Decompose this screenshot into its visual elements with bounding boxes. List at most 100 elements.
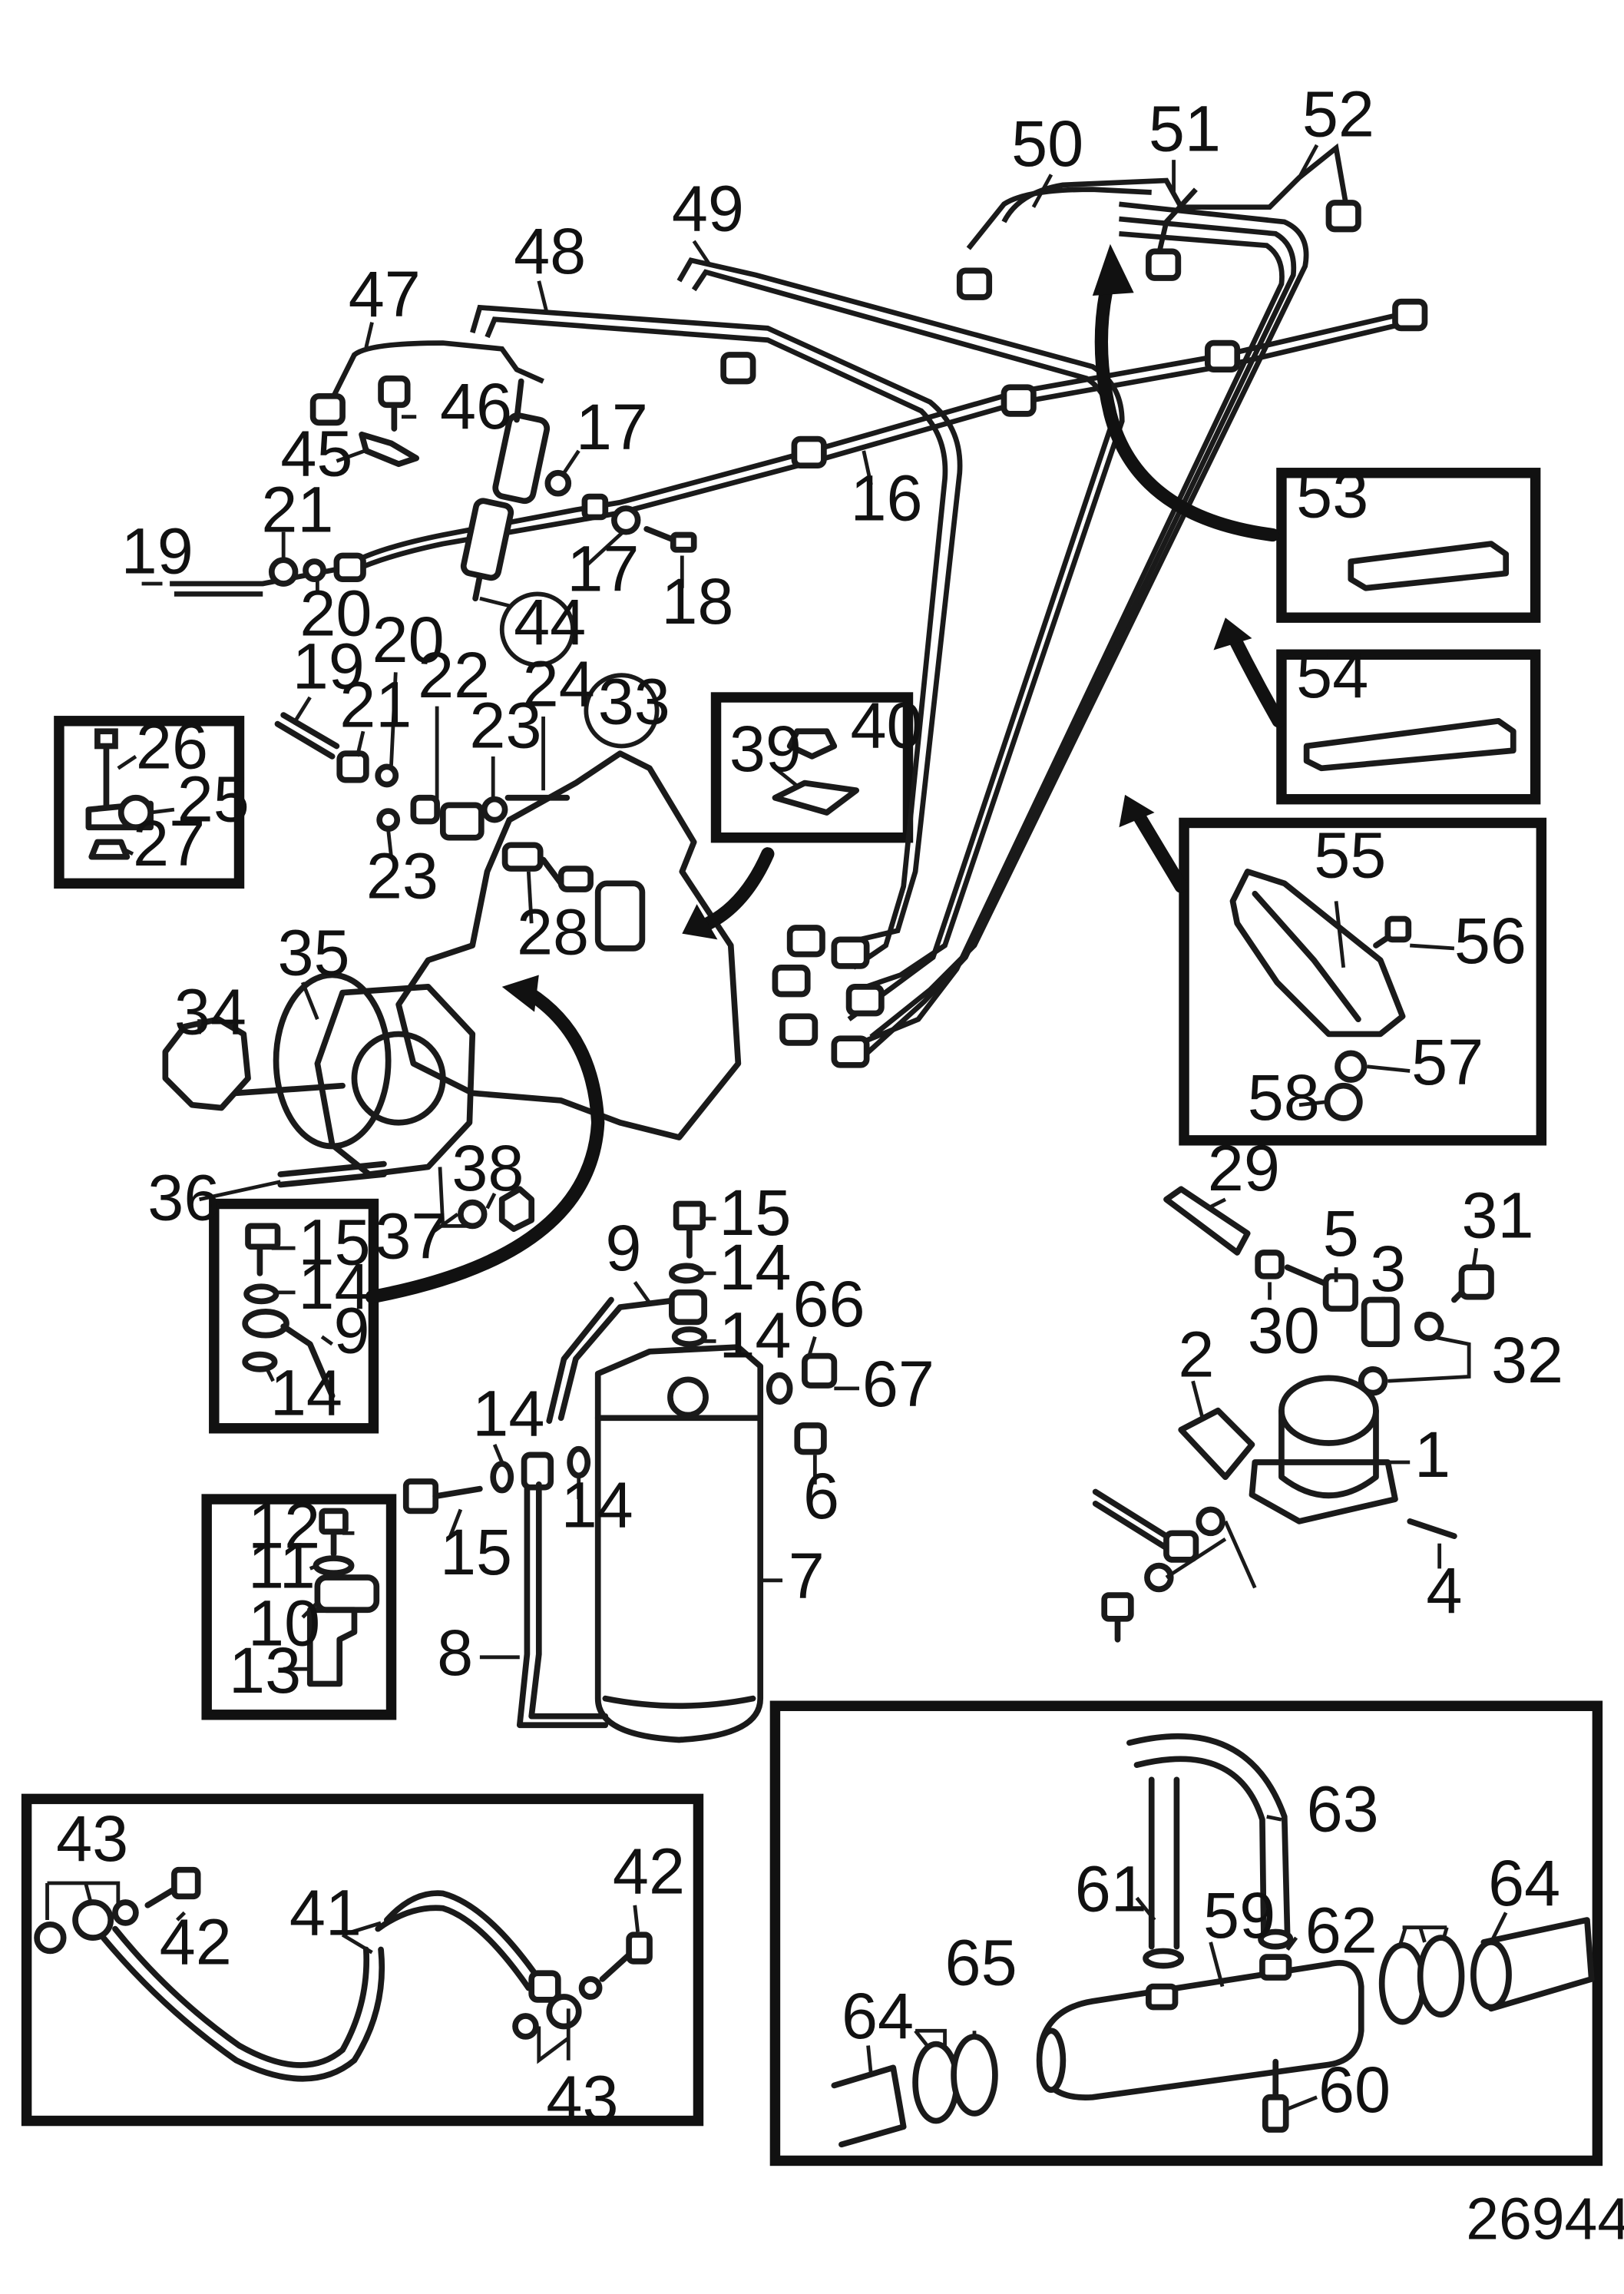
label-59: 59 <box>1203 1879 1275 1951</box>
label-43a: 43 <box>56 1802 128 1875</box>
label-26: 26 <box>136 709 208 782</box>
label-1: 1 <box>1414 1418 1450 1491</box>
label-6: 6 <box>803 1459 839 1532</box>
label-30: 30 <box>1248 1294 1320 1367</box>
callout-circle-33 <box>584 673 660 749</box>
label-16: 16 <box>850 461 922 534</box>
label-67: 67 <box>862 1347 934 1420</box>
label-14a: 14 <box>298 1250 370 1322</box>
label-42a: 42 <box>160 1905 232 1978</box>
label-21b: 21 <box>339 667 412 740</box>
label-38: 38 <box>451 1131 524 1204</box>
inset-box-10-13 <box>201 1494 397 1720</box>
label-37: 37 <box>375 1200 447 1273</box>
label-10: 10 <box>248 1586 320 1659</box>
label-53: 53 <box>1296 458 1368 531</box>
label-20a: 20 <box>299 576 372 649</box>
label-8: 8 <box>437 1616 473 1689</box>
pump-flange-parts <box>162 972 535 1233</box>
label-19a: 19 <box>121 515 193 588</box>
inset-box-39-40 <box>710 692 914 843</box>
inset-parts-39-40 <box>772 728 860 816</box>
label-41: 41 <box>289 1875 362 1948</box>
label-3: 3 <box>1370 1232 1406 1305</box>
injection-pipe-bundle <box>170 143 1418 1058</box>
inset-box-41-43 <box>21 1793 704 2127</box>
label-14c: 14 <box>719 1230 791 1303</box>
label-51: 51 <box>1149 92 1221 165</box>
label-18: 18 <box>661 564 733 637</box>
label-33: 33 <box>598 665 670 738</box>
label-49: 49 <box>672 171 744 244</box>
label-63: 63 <box>1307 1773 1379 1845</box>
label-43b: 43 <box>546 2062 618 2135</box>
label-58: 58 <box>1248 1061 1320 1134</box>
label-27: 27 <box>133 806 205 879</box>
label-17a: 17 <box>576 390 648 463</box>
label-61: 61 <box>1075 1852 1147 1925</box>
label-35: 35 <box>277 916 349 989</box>
fuel-filter-assembly <box>402 1200 838 1743</box>
label-25: 25 <box>177 763 250 836</box>
fittings-row <box>274 712 594 892</box>
figure-number: 26944 <box>1466 2186 1624 2252</box>
inset-parts-41-43 <box>34 1866 653 2082</box>
label-14f: 14 <box>561 1468 633 1541</box>
part-labels: 50 51 52 49 48 47 46 45 17 16 21 19 20 1… <box>56 77 1563 2134</box>
label-32: 32 <box>1491 1323 1563 1396</box>
feed-pump-assembly <box>1092 1186 1494 1643</box>
inset-box-59-65 <box>769 1700 1603 2167</box>
inset-parts-59-65 <box>831 1733 1595 2148</box>
label-47: 47 <box>349 257 421 330</box>
inset-parts-53-54 <box>1303 541 1517 772</box>
label-21a: 21 <box>261 473 333 546</box>
label-42b: 42 <box>613 1834 685 1907</box>
label-57: 57 <box>1411 1025 1483 1098</box>
label-62: 62 <box>1305 1893 1378 1966</box>
inset-parts-10-13 <box>306 1508 380 1687</box>
label-31: 31 <box>1462 1179 1534 1252</box>
label-24: 24 <box>523 647 595 720</box>
inset-box-25-27 <box>54 716 245 889</box>
label-4: 4 <box>1426 1554 1462 1627</box>
inset-box-55-58 <box>1179 817 1547 1146</box>
label-60: 60 <box>1318 2053 1391 2126</box>
label-46: 46 <box>440 369 512 442</box>
label-2: 2 <box>1178 1317 1214 1390</box>
label-48: 48 <box>514 214 586 287</box>
label-19b: 19 <box>293 629 365 702</box>
label-5: 5 <box>1323 1197 1359 1269</box>
label-66: 66 <box>793 1267 865 1340</box>
label-12: 12 <box>248 1489 320 1562</box>
label-23b: 23 <box>366 839 438 912</box>
reference-arrows <box>365 243 1285 1304</box>
label-20b: 20 <box>372 603 445 676</box>
leader-lines <box>45 144 1508 2111</box>
label-14d: 14 <box>719 1298 791 1371</box>
label-15c: 15 <box>440 1515 512 1588</box>
label-64b: 64 <box>1488 1846 1560 1919</box>
label-22: 22 <box>418 638 490 711</box>
pipe-nuts-top <box>309 200 1428 1068</box>
label-52: 52 <box>1302 77 1374 150</box>
label-56: 56 <box>1454 904 1526 977</box>
label-36: 36 <box>147 1161 220 1234</box>
callout-circle-44 <box>499 591 575 667</box>
label-40: 40 <box>850 688 922 761</box>
label-50: 50 <box>1011 107 1083 180</box>
inset-parts-55-58 <box>1229 869 1412 1121</box>
injection-pump-body <box>314 750 742 1177</box>
inset-parts-25-27 <box>85 728 154 860</box>
label-9a: 9 <box>334 1294 370 1367</box>
inset-box-9-15 <box>209 1198 379 1434</box>
label-15a: 15 <box>298 1205 370 1278</box>
label-29: 29 <box>1208 1131 1280 1204</box>
label-45: 45 <box>280 417 352 490</box>
injector-assembly <box>268 375 697 602</box>
label-44: 44 <box>514 585 586 658</box>
label-39: 39 <box>729 712 802 785</box>
label-64a: 64 <box>842 1979 914 2052</box>
label-23a: 23 <box>469 688 541 761</box>
label-14b: 14 <box>270 1356 342 1428</box>
